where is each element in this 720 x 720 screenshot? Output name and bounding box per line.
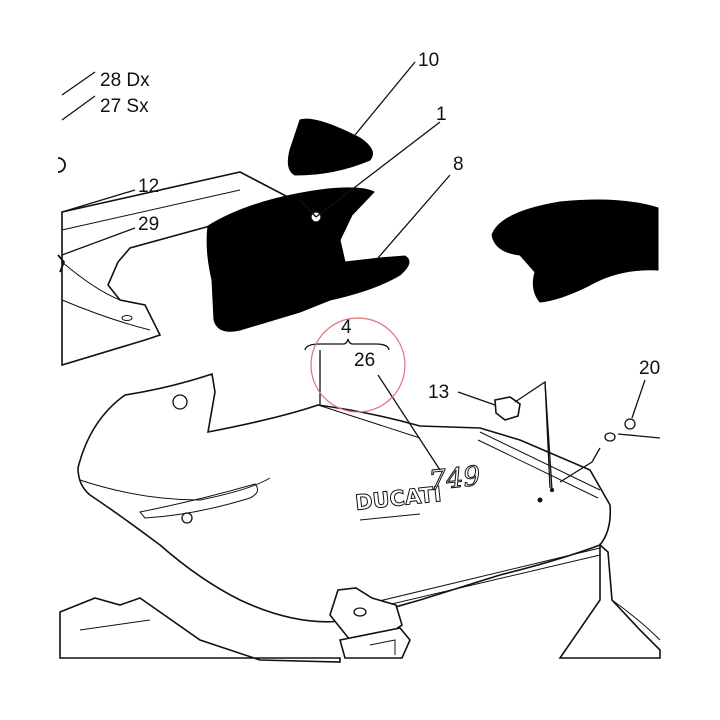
highlight-circle: [310, 317, 406, 413]
clip-29: [57, 254, 66, 273]
decal-model: 749: [427, 461, 482, 497]
panel-hole-top: [172, 394, 188, 410]
left-panel-curve: [61, 261, 121, 301]
leader-13: [457, 391, 496, 406]
pad-right: [491, 199, 659, 303]
callout-12: 12: [138, 176, 159, 197]
decal-subline: [359, 513, 421, 521]
left-panel-slot: [121, 315, 133, 321]
leader-28: [61, 71, 96, 96]
lower-right-edge: [611, 599, 661, 641]
left-panel-edge: [61, 189, 241, 231]
callout-4: 4: [341, 317, 352, 338]
brace-4: [304, 338, 390, 351]
panel-lower-rail: [349, 547, 601, 609]
panel-right-rail-2: [477, 439, 599, 499]
callout-26: 26: [354, 350, 375, 371]
leader-20: [631, 379, 646, 419]
lower-frame-panel: [59, 597, 341, 663]
main-fairing-panel: [77, 372, 612, 623]
washer-part-20: [604, 432, 616, 442]
leader-10: [354, 61, 416, 136]
lower-frame-line: [79, 619, 151, 631]
callout-1: 1: [436, 104, 447, 125]
leader-27: [61, 95, 96, 121]
callout-13: 13: [428, 382, 449, 403]
callout-28: 28 Dx: [100, 70, 150, 91]
clip-part-13: [494, 396, 521, 421]
callout-27: 27 Sx: [100, 96, 149, 117]
callout-20: 20: [639, 358, 660, 379]
lower-right-body: [558, 543, 661, 659]
callout-10: 10: [418, 50, 439, 71]
bracket-hole: [353, 607, 367, 617]
pad-part-8: [206, 187, 410, 332]
panel-rivet: [537, 497, 543, 503]
leader-29: [61, 227, 136, 256]
callout-29: 29: [138, 214, 159, 235]
leader-8: [377, 174, 451, 259]
leader-1-b: [315, 121, 441, 218]
screw-part-20: [624, 418, 636, 430]
left-panel-lower: [61, 299, 151, 331]
leader-20-to-panel: [559, 447, 601, 483]
leader-13-pin-b: [544, 381, 551, 489]
panel-top-edge: [317, 404, 421, 439]
panel-right-rail: [479, 431, 601, 491]
leader-12: [61, 189, 136, 213]
panel-hole-side: [181, 512, 193, 524]
fastener-ring-left: [57, 157, 66, 173]
leader-20-axis: [617, 433, 661, 439]
leader-1-a: [299, 199, 317, 218]
pad-part-10: [287, 118, 373, 176]
callout-8: 8: [453, 154, 464, 175]
lower-bracket-detail: [369, 639, 396, 655]
pin-point: [549, 487, 555, 493]
lower-center-bracket: [338, 627, 411, 659]
leader-26: [377, 374, 441, 471]
